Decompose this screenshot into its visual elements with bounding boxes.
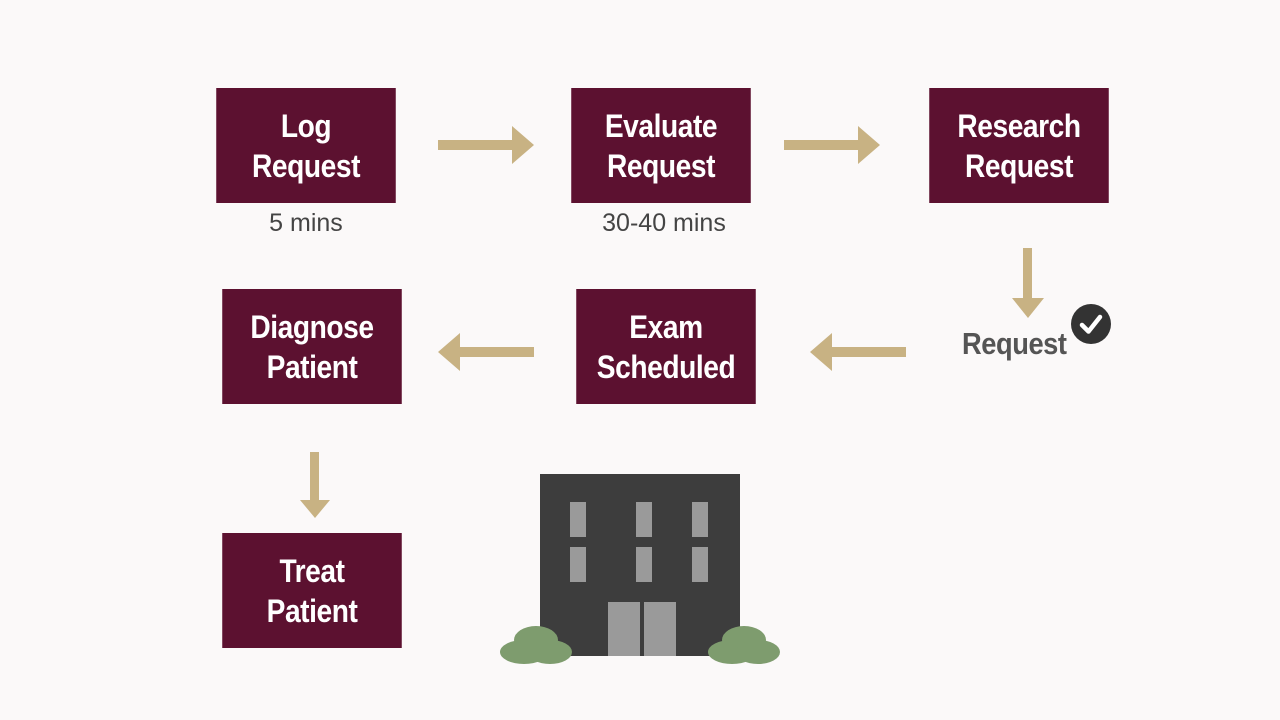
arrow-right-icon [438, 126, 534, 164]
step-log-request: Log Request [216, 88, 396, 203]
arrow-down-icon [1012, 248, 1044, 318]
step-research-request: Research Request [929, 88, 1109, 203]
building-icon [500, 474, 780, 664]
duration-evaluate-request: 30-40 mins [602, 209, 726, 237]
step-label-line2: Request [606, 147, 716, 184]
step-label-line1: Diagnose [250, 308, 374, 345]
step-label-line1: Treat [279, 552, 345, 589]
bush-right [708, 626, 780, 664]
step-label-line2: Patient [266, 348, 358, 385]
step-label-line1: Evaluate [604, 107, 718, 144]
arrow-left-icon [810, 333, 906, 371]
building-windows [570, 502, 708, 582]
step-exam-scheduled: Exam Scheduled [576, 289, 756, 404]
duration-log-request: 5 mins [269, 209, 343, 237]
step-treat-patient: Treat Patient [222, 533, 402, 648]
bush-left [500, 626, 572, 664]
building-door [608, 602, 676, 656]
request-status-label: Request [962, 326, 1067, 361]
check-circle-icon [1071, 304, 1111, 344]
step-label-line2: Request [251, 147, 361, 184]
arrow-left-icon [438, 333, 534, 371]
step-evaluate-request: Evaluate Request [571, 88, 751, 203]
step-label-line1: Exam [629, 308, 703, 345]
step-label-line1: Research [957, 107, 1081, 144]
step-diagnose-patient: Diagnose Patient [222, 289, 402, 404]
arrow-down-icon [300, 452, 330, 518]
step-label-line1: Log [280, 107, 332, 144]
step-label-line2: Scheduled [596, 348, 736, 385]
step-label-line2: Request [964, 147, 1074, 184]
step-label-line2: Patient [266, 592, 358, 629]
arrow-right-icon [784, 126, 880, 164]
